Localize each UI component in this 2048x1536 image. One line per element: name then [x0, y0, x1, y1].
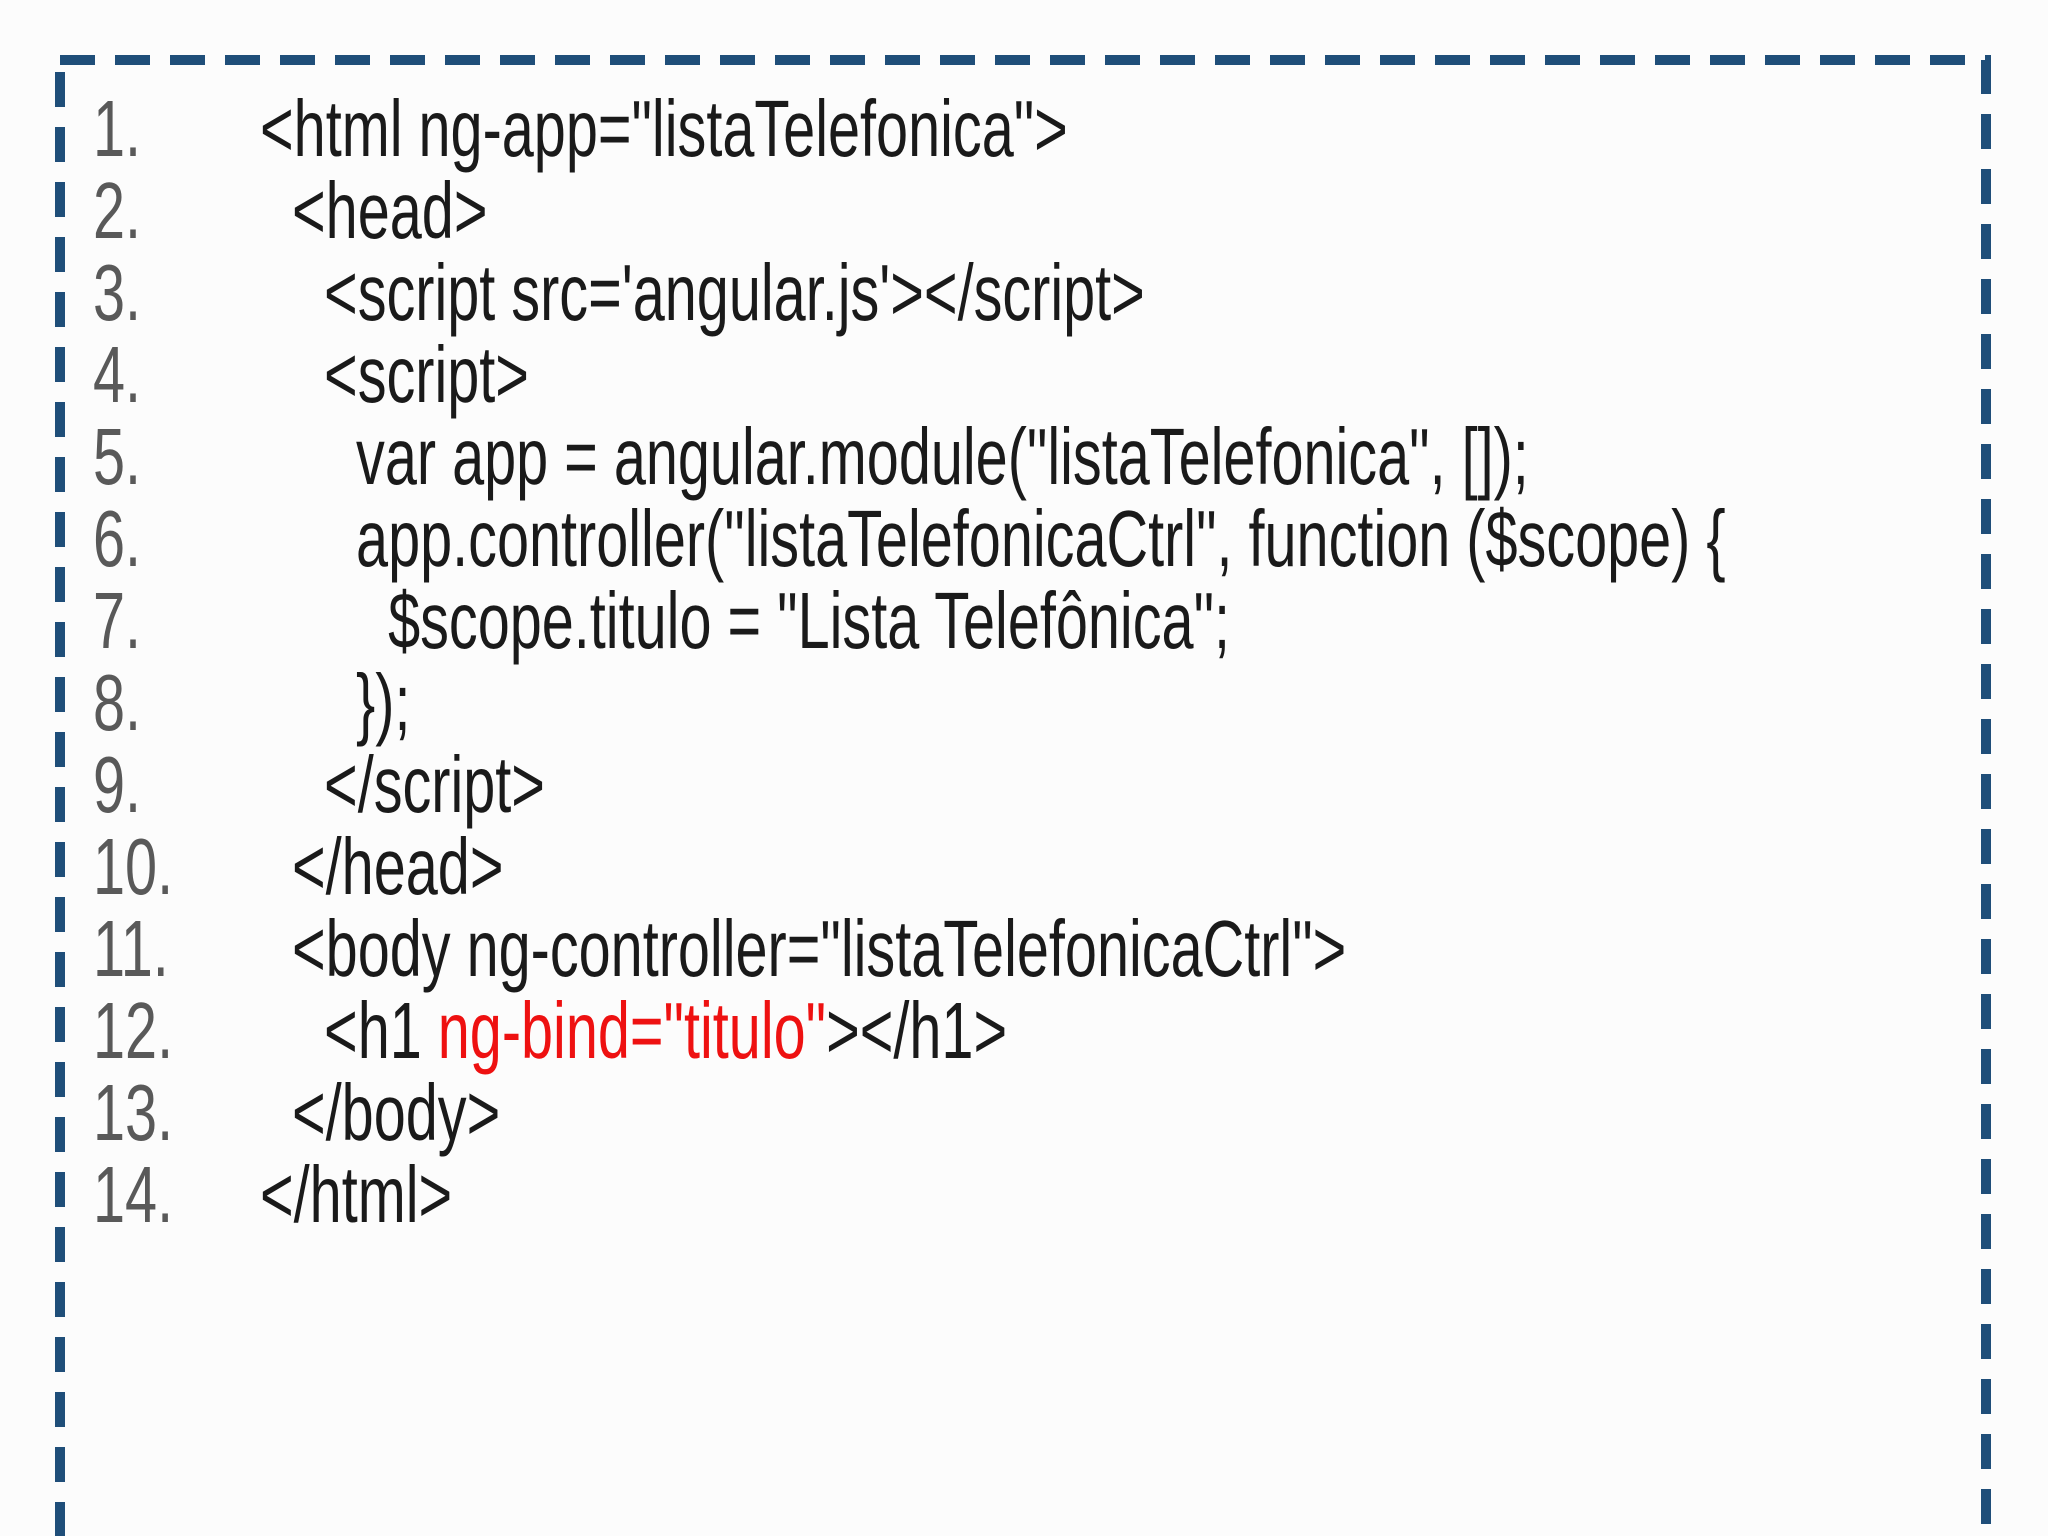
- line-number: 4.: [93, 330, 142, 419]
- code-line: 12. <h1 ng-bind="titulo"></h1>: [93, 990, 1726, 1072]
- code-line: 9. </script>: [93, 744, 1726, 826]
- code-line: 3. <script src='angular.js'></script>: [93, 252, 1726, 334]
- code-text: </head>: [260, 822, 504, 911]
- highlighted-attribute: ng-bind="titulo": [437, 986, 827, 1075]
- code-text-post: ></h1>: [826, 986, 1008, 1075]
- code-line: 10. </head>: [93, 826, 1726, 908]
- code-line: 6. app.controller("listaTelefonicaCtrl",…: [93, 498, 1726, 580]
- code-text: </body>: [260, 1068, 501, 1157]
- line-number: 1.: [93, 84, 142, 173]
- code-line: 14.</html>: [93, 1154, 1726, 1236]
- code-text: <script>: [260, 330, 529, 419]
- line-number: 5.: [93, 412, 142, 501]
- line-number: 6.: [93, 494, 142, 583]
- code-text: </html>: [260, 1150, 453, 1239]
- code-line: 7. $scope.titulo = "Lista Telefônica";: [93, 580, 1726, 662]
- line-number: 8.: [93, 658, 142, 747]
- code-text: <body ng-controller="listaTelefonicaCtrl…: [260, 904, 1347, 993]
- code-line: 5. var app = angular.module("listaTelefo…: [93, 416, 1726, 498]
- code-line: 1.<html ng-app="listaTelefonica">: [93, 88, 1726, 170]
- code-line: 2. <head>: [93, 170, 1726, 252]
- line-number: 14.: [93, 1150, 174, 1239]
- line-number: 7.: [93, 576, 142, 665]
- code-text: });: [260, 658, 411, 747]
- line-number: 3.: [93, 248, 142, 337]
- code-text-pre: <h1: [260, 986, 438, 1075]
- code-line: 8. });: [93, 662, 1726, 744]
- code-text: <html ng-app="listaTelefonica">: [260, 84, 1068, 173]
- code-text: <head>: [260, 166, 488, 255]
- code-text: $scope.titulo = "Lista Telefônica";: [260, 576, 1231, 665]
- code-text: var app = angular.module("listaTelefonic…: [260, 412, 1529, 501]
- code-text: <h1 ng-bind="titulo"></h1>: [260, 986, 1007, 1075]
- line-number: 12.: [93, 986, 174, 1075]
- code-line: 11. <body ng-controller="listaTelefonica…: [93, 908, 1726, 990]
- code-text: <script src='angular.js'></script>: [260, 248, 1145, 337]
- line-number: 11.: [93, 904, 169, 993]
- code-line: 13. </body>: [93, 1072, 1726, 1154]
- code-text: app.controller("listaTelefonicaCtrl", fu…: [260, 494, 1726, 583]
- code-listing: 1.<html ng-app="listaTelefonica"> 2. <he…: [93, 88, 2048, 1236]
- code-line: 4. <script>: [93, 334, 1726, 416]
- code-text: </script>: [260, 740, 545, 829]
- line-number: 13.: [93, 1068, 174, 1157]
- line-number: 10.: [93, 822, 174, 911]
- line-number: 2.: [93, 166, 142, 255]
- line-number: 9.: [93, 740, 142, 829]
